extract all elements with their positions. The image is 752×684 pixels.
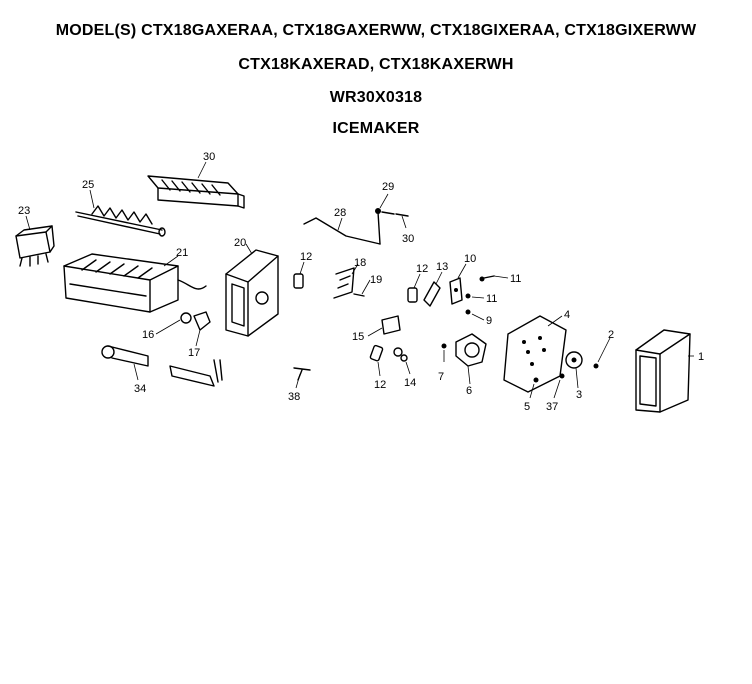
models-line-1: MODEL(S) CTX18GAXERAA, CTX18GAXERWW, CTX…: [55, 22, 697, 39]
models-line-2: CTX18KAXERAD, CTX18KAXERWH: [238, 56, 514, 73]
part-2-screw: [593, 337, 611, 369]
part-3-gear: [565, 351, 583, 389]
callout-14: 14: [404, 377, 416, 389]
callout-15: 15: [352, 331, 364, 343]
callout-21: 21: [176, 247, 188, 259]
part-12-switch-b: [407, 273, 421, 303]
part-38-clip: [293, 367, 311, 389]
callout-26: 30: [203, 151, 215, 163]
callout-37: 37: [546, 401, 558, 413]
callout-38: 38: [288, 391, 300, 403]
part-25-rake: [75, 189, 166, 237]
callout-23: 23: [18, 205, 30, 217]
part-23-component: [15, 215, 55, 267]
part-13-bracket: [423, 271, 443, 307]
callout-2: 2: [608, 329, 614, 341]
callout-25: 25: [82, 179, 94, 191]
callout-1: 1: [698, 351, 704, 363]
part-16-17: [155, 311, 211, 347]
callout-30: 30: [402, 233, 414, 245]
part-34-fill-cup: [101, 345, 149, 381]
parts-5-37: [529, 373, 565, 399]
callout-28: 28: [334, 207, 346, 219]
part-6-motor: [455, 333, 487, 385]
part-4-plate: [503, 315, 567, 393]
callout-16: 16: [142, 329, 154, 341]
part-18-19: [333, 263, 371, 299]
callout-5: 5: [524, 401, 530, 413]
callout-13: 13: [436, 261, 448, 273]
callout-20: 20: [234, 237, 246, 249]
callout-34: 34: [134, 383, 146, 395]
callout-19: 19: [370, 274, 382, 286]
callout-12-a: 12: [300, 251, 312, 263]
callout-4: 4: [564, 309, 570, 321]
part-12-switch-a: [293, 261, 305, 289]
part-8-lever: [449, 263, 467, 305]
part-harness: [169, 359, 223, 387]
part-14-gear: [393, 347, 411, 375]
assembly-name: ICEMAKER: [332, 120, 420, 137]
callout-10: 11: [486, 293, 497, 305]
callout-12-b: 12: [416, 263, 428, 275]
callout-7-a: 7: [438, 371, 444, 383]
callout-8: 10: [464, 253, 476, 265]
part-28-arm: [303, 211, 381, 245]
callout-18: 18: [354, 257, 366, 269]
part-15-fitting: [367, 315, 401, 337]
callout-3: 3: [576, 389, 582, 401]
callout-17: 17: [188, 347, 200, 359]
callout-9: 9: [486, 315, 492, 327]
part-21-mold-heater: [63, 253, 207, 313]
part-26-ejector: [147, 161, 245, 209]
callout-11: 11: [510, 273, 521, 285]
callout-6: 6: [466, 385, 472, 397]
parts-9-10-11-screws: [465, 275, 509, 321]
part-number: WR30X0318: [329, 89, 423, 106]
part-1-cover: [635, 329, 694, 413]
part-29-30: [375, 193, 409, 229]
callout-12-c: 12: [374, 379, 386, 391]
part-7-screw-a: [441, 343, 447, 362]
part-20-housing: [225, 243, 279, 337]
callout-29: 29: [382, 181, 394, 193]
part-12-switch-c: [369, 344, 384, 377]
